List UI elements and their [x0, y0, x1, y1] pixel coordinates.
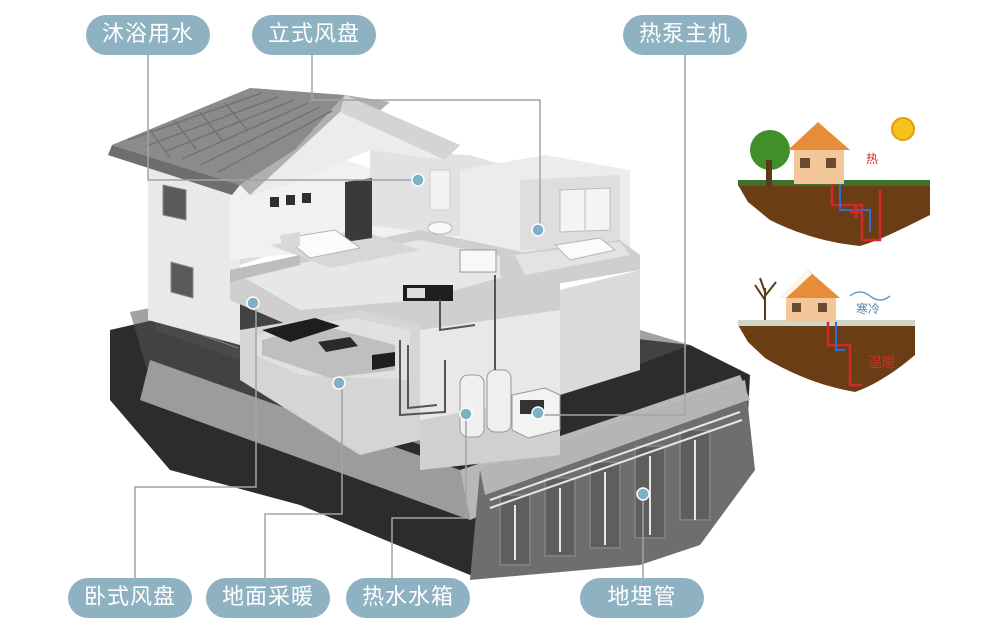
inset-hot-label: 热: [866, 152, 879, 166]
leader-heat-pump-host: [540, 48, 686, 416]
label-horizontal-fan-coil: 卧式风盘: [68, 578, 192, 618]
marker-ground-pipe: [636, 487, 650, 501]
label-heat-pump-host: 热泵主机: [623, 15, 747, 55]
leader-lines: [134, 48, 686, 583]
house-body: [148, 150, 640, 470]
label-floor-heating: 地面采暖: [206, 578, 330, 618]
cottage-icon: [788, 122, 850, 150]
marker-dots: [246, 173, 650, 501]
inset-winter: [738, 270, 915, 392]
roof: [108, 88, 460, 195]
marker-heat-pump-host: [531, 406, 545, 420]
marker-floor-heating: [332, 376, 346, 390]
sun-icon: [891, 117, 915, 141]
inset-summer: [738, 117, 930, 246]
label-bath-water: 沐浴用水: [86, 15, 210, 55]
leader-hot-water-tank: [391, 415, 467, 583]
leader-horizontal-fan-coil: [134, 303, 257, 583]
label-ground-pipe: 地埋管: [580, 578, 704, 618]
tree-icon: [750, 130, 790, 170]
marker-bath-water: [411, 173, 425, 187]
bare-tree-icon: [754, 277, 777, 320]
inset-cold-label: 寒冷: [856, 302, 881, 316]
label-standing-fan-coil: 立式风盘: [252, 15, 376, 55]
marker-hot-water-tank: [459, 407, 473, 421]
leader-bath-water: [147, 50, 418, 181]
leader-floor-heating: [264, 383, 343, 583]
inset-warm-label: 温暖: [868, 355, 896, 371]
snow-cottage-icon: [780, 270, 840, 298]
marker-horizontal-fan-coil: [246, 296, 260, 310]
label-hot-water-tank: 热水水箱: [346, 578, 470, 618]
marker-standing-fan-coil: [531, 223, 545, 237]
leader-standing-fan-coil: [311, 50, 541, 230]
